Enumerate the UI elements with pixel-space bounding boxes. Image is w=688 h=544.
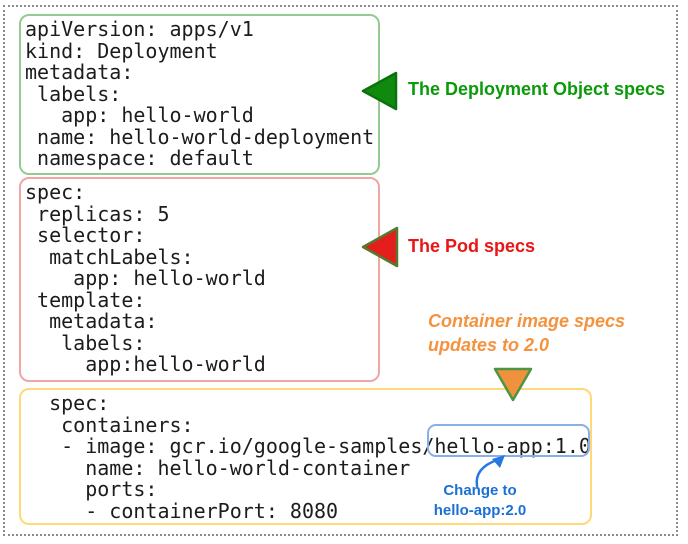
image-tag-highlight-box: [427, 424, 590, 457]
yaml-line: apiVersion: apps/v1: [25, 17, 254, 41]
yaml-line: app:hello-world: [25, 352, 266, 376]
yaml-line: spec:: [25, 180, 86, 204]
yaml-line: ports:: [25, 477, 158, 501]
yaml-line: containers:: [25, 412, 194, 437]
yaml-line: labels:: [25, 330, 146, 355]
yaml-line: kind: Deployment: [25, 38, 218, 63]
pod-specs-label: The Pod specs: [408, 236, 536, 256]
change-to-note: Change to hello-app:2.0: [406, 481, 554, 521]
container-image-note-line1: Container image specs: [428, 311, 626, 331]
yaml-line: - containerPort: 8080: [25, 498, 339, 523]
yaml-line: selector:: [25, 223, 146, 247]
yaml-line: app: hello-world: [25, 266, 266, 290]
yaml-line: - image: gcr.io/google-samples/hello-app…: [25, 434, 591, 458]
container-image-note: Container image specs updates to 2.0: [428, 309, 625, 357]
yaml-line: labels:: [25, 81, 122, 106]
yaml-line: name: hello-world-deployment: [25, 124, 375, 149]
yaml-line: replicas: 5: [25, 201, 170, 226]
yaml-line: template:: [25, 287, 146, 312]
yaml-line: spec:: [25, 391, 110, 415]
yaml-line: name: hello-world-container: [25, 455, 411, 480]
yaml-line: app: hello-world: [25, 103, 254, 127]
yaml-line: metadata:: [25, 309, 158, 333]
container-specs-code-box: spec: containers: - image: gcr.io/google…: [19, 388, 592, 525]
container-image-note-line2: updates to 2.0: [428, 335, 550, 355]
deployment-specs-label: The Deployment Object specs: [408, 79, 666, 99]
yaml-line: matchLabels:: [25, 244, 194, 269]
pod-specs-code-box: spec: replicas: 5 selector: matchLabels:…: [19, 177, 380, 382]
change-to-note-line1: Change to: [443, 482, 517, 499]
change-to-note-line2: hello-app:2.0: [433, 502, 527, 519]
yaml-line: namespace: default: [25, 146, 254, 170]
yaml-line: metadata:: [25, 60, 134, 84]
